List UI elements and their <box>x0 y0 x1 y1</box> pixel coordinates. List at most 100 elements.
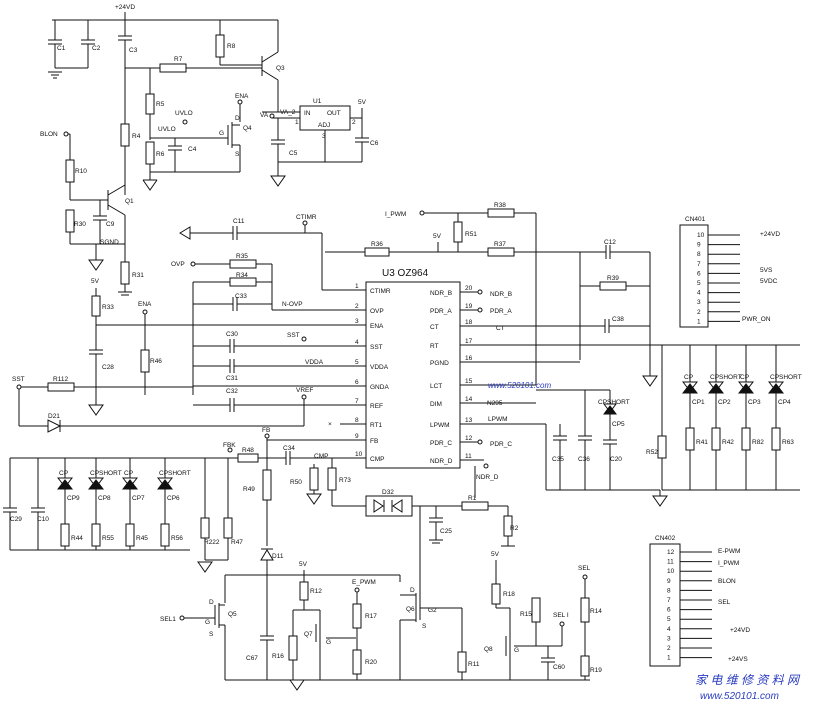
u1-adj: ADJ <box>318 122 330 129</box>
d21-label: D21 <box>48 413 60 420</box>
cn402-24vd: +24VD <box>730 627 750 634</box>
ic-pin-11-label: NDR_D <box>430 458 453 465</box>
left-cp-bank: C29 C10 CPCP9R44CPSHORTCP8R55CPCP7R45CPS… <box>3 457 243 573</box>
r48-label: R48 <box>242 447 254 454</box>
q5-label: Q5 <box>228 611 237 618</box>
blon-label-top: BLON <box>40 131 58 138</box>
right-cp-bank: R52 CPCP1R41CPSHORTCP2R42CPCP3R82CPSHORT… <box>646 345 802 491</box>
net-5v-u1: 5V <box>358 99 367 106</box>
c38-label: C38 <box>612 316 624 323</box>
ic-pin-14-label: DIM <box>430 401 442 408</box>
watermark-cn: 家 电 维 修 资 料 网 <box>695 673 801 687</box>
ic-body <box>365 281 461 469</box>
ic-pin-4-number: 4 <box>355 339 359 346</box>
cn401-pin-8: 8 <box>697 251 701 258</box>
oz964-ic: U3 OZ964 1CTIMR2OVP3ENA4SST5VDDA6GNDA7RE… <box>355 268 473 469</box>
ic-pin-4-label: SST <box>370 344 383 351</box>
c1-label: C1 <box>57 45 66 52</box>
cn402-pin-8: 8 <box>667 587 671 594</box>
r10-label: R10 <box>75 168 87 175</box>
cn402-ipwm: I_PWM <box>718 560 739 567</box>
ic-pin-3-label: ENA <box>370 323 384 330</box>
ic-pin-18-label: CT <box>430 324 439 331</box>
c33-label: C33 <box>235 293 247 300</box>
ic-pin-16-label: PGND <box>430 360 449 367</box>
r34-label: R34 <box>236 272 248 279</box>
vdda-net: VDDA <box>305 359 324 366</box>
r2-label: R2 <box>510 525 519 532</box>
ic-pin-17-number: 17 <box>465 338 473 345</box>
cn402-pin-10: 10 <box>667 568 675 575</box>
r112-label: R112 <box>53 376 68 383</box>
ic-pin-3-number: 3 <box>355 318 359 325</box>
ic-pin-20-number: 20 <box>465 285 473 292</box>
r52-label: R52 <box>646 449 658 456</box>
r8-label: R8 <box>227 43 236 50</box>
r39-label: R39 <box>607 275 619 282</box>
cn402-sel: SEL <box>718 599 731 606</box>
q5-g: G <box>205 619 210 626</box>
r36-label: R36 <box>371 241 383 248</box>
n295-net: N295 <box>487 400 503 407</box>
d32-label: D32 <box>382 489 394 496</box>
net-5v-r33: 5V <box>91 278 100 285</box>
u1-out: OUT <box>327 110 341 117</box>
r20-label: R20 <box>365 659 377 666</box>
ic-pin-20-label: NDR_B <box>430 290 452 297</box>
ic-pin-13-number: 13 <box>465 417 473 424</box>
c5-label: C5 <box>289 150 298 157</box>
c67-label: C67 <box>246 655 258 662</box>
sel-net: SEL <box>578 565 591 572</box>
cp-name-CP9: CP9 <box>67 495 80 502</box>
left-cp-columns: CPCP9R44CPSHORTCP8R55CPCP7R45CPSHORTCP6R… <box>56 458 191 550</box>
ic-pins: 1CTIMR2OVP3ENA4SST5VDDA6GNDA7REF8RT19FB1… <box>355 283 473 465</box>
cp-name-CP8: CP8 <box>98 495 111 502</box>
cp-name-CP6: CP6 <box>167 495 180 502</box>
c30-label: C30 <box>226 331 238 338</box>
ndrd-net: NDR_D <box>476 474 499 481</box>
cp-type-CP6: CPSHORT <box>159 470 191 477</box>
u1-pin2: 2 <box>352 119 356 126</box>
cn401-pin-5: 5 <box>697 280 701 287</box>
q6-d: D <box>410 587 415 594</box>
cp-type-CP7: CP <box>124 470 133 477</box>
sst-net: SST <box>287 332 300 339</box>
r51-label: R51 <box>465 231 477 238</box>
cn402-pin-2: 2 <box>667 645 671 652</box>
resistor-R55: R55 <box>102 535 114 542</box>
cn402-pin-5: 5 <box>667 616 671 623</box>
ic-pin-2-number: 2 <box>355 303 359 310</box>
c28-label: C28 <box>102 364 114 371</box>
ic-pin-15-number: 15 <box>465 378 473 385</box>
lpwm-net: LPWM <box>488 416 508 423</box>
ic-pin-16-number: 16 <box>465 355 473 362</box>
ic-pin-7-label: REF <box>370 403 383 410</box>
ena-net: ENA <box>138 301 152 308</box>
resistor-R45: R45 <box>136 535 148 542</box>
c31-label: C31 <box>226 375 238 382</box>
fb-net: FB <box>262 427 270 434</box>
c10-label: C10 <box>37 516 49 523</box>
ic-pin-7-number: 7 <box>355 398 359 405</box>
r17-label: R17 <box>365 613 377 620</box>
q1-label: Q1 <box>125 198 134 205</box>
c60-label: C60 <box>553 664 565 671</box>
q6-g2: G2 <box>428 607 437 614</box>
cn402-pin-4: 4 <box>667 626 671 633</box>
ic-pin-12-label: PDR_C <box>430 440 452 447</box>
sgnd-label: SGND <box>100 239 119 246</box>
n-ovp-net: N-OVP <box>282 301 303 308</box>
r14-label: R14 <box>590 608 602 615</box>
r19-label: R19 <box>590 667 602 674</box>
ovp-net: OVP <box>171 261 185 268</box>
cn402-pin-9: 9 <box>667 578 671 585</box>
cp-type-CP4: CPSHORT <box>770 374 802 381</box>
uvlo-label-a: UVLO <box>158 126 176 133</box>
cn401-pwron: PWR_ON <box>742 316 771 323</box>
cpshort-cp5: CPSHORT <box>598 399 630 406</box>
net-5v-r18: 5V <box>491 551 500 558</box>
